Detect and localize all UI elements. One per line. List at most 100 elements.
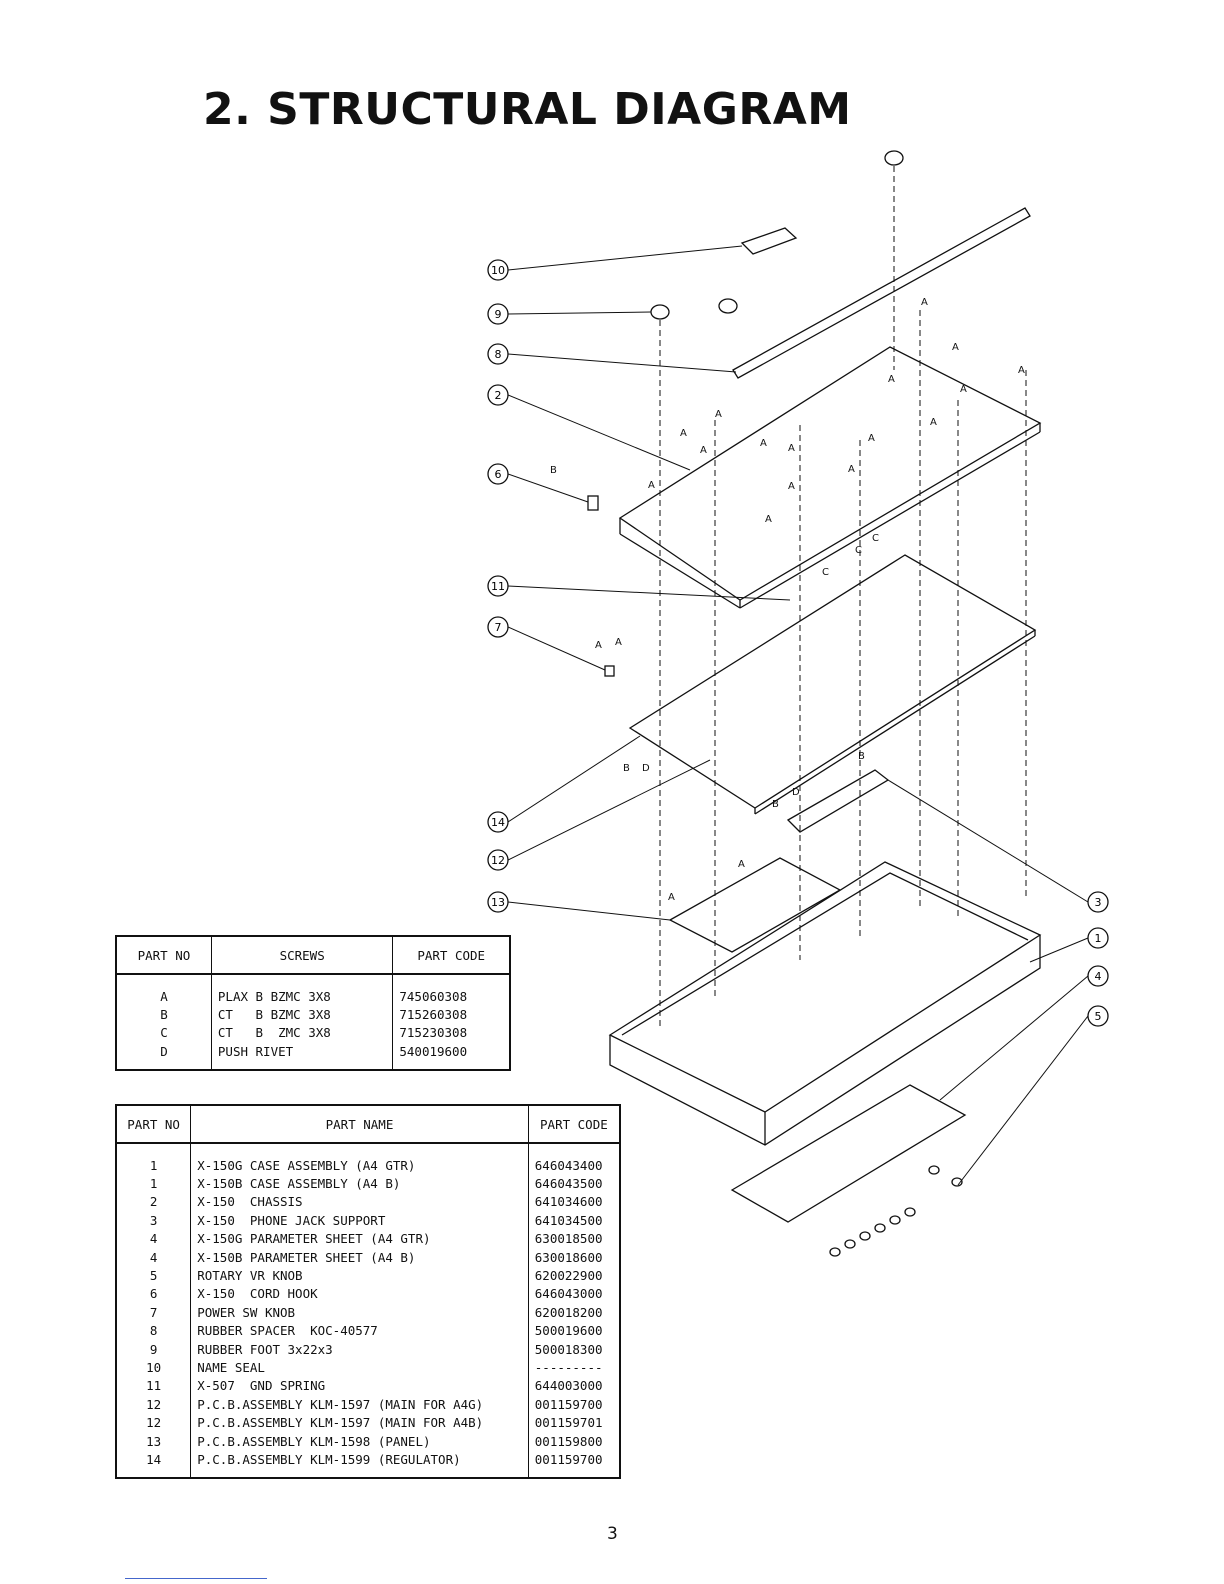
parts-cell: P.C.B.ASSEMBLY KLM-1598 (PANEL) [190, 1431, 529, 1451]
parts-cell: 5 [115, 1266, 192, 1285]
parts-cell: 1 [115, 1174, 192, 1193]
footer-rule [125, 1578, 267, 1579]
part-callout: 13 [487, 891, 509, 913]
parts-cell: 13 [115, 1431, 192, 1451]
callout-number: 10 [491, 264, 505, 277]
parts-cell: 620022900 [527, 1266, 621, 1285]
screw-letter-label: A [700, 445, 707, 456]
callout-number: 6 [495, 468, 502, 481]
parts-cell: 001159701 [527, 1413, 621, 1432]
parts-cell: P.C.B.ASSEMBLY KLM-1599 (REGULATOR) [190, 1450, 529, 1478]
screw-letter-label: D [792, 787, 800, 798]
parts-cell: 630018500 [527, 1229, 621, 1248]
parts-cell: X-150 PHONE JACK SUPPORT [190, 1211, 529, 1230]
screws-header: SCREWS [210, 935, 394, 975]
callout-number: 1 [1095, 932, 1102, 945]
screw-letter-label: A [930, 417, 937, 428]
parts-cell: 644003000 [527, 1376, 621, 1396]
screw-letter-label: A [765, 514, 772, 525]
part-callout: 7 [487, 616, 509, 638]
parts-cell: 001159700 [527, 1450, 621, 1478]
part-callout: 14 [487, 811, 509, 833]
chassis-part [618, 346, 1042, 609]
screw-letter-label: A [960, 384, 967, 395]
panel-pcb-part [668, 857, 842, 953]
parts-cell: 3 [115, 1211, 192, 1230]
parts-cell: 11 [115, 1376, 192, 1396]
screw-letter-label: D [642, 763, 650, 774]
screws-cell: D [115, 1042, 212, 1070]
parts-header: PART NO [115, 1104, 192, 1144]
parts-cell: X-150G PARAMETER SHEET (A4 GTR) [190, 1229, 529, 1248]
rubber-foot-part [884, 150, 904, 166]
parts-cell: 7 [115, 1303, 192, 1322]
screw-letter-label: A [848, 464, 855, 475]
rubber-foot-part [650, 304, 670, 320]
parts-cell: 500019600 [527, 1321, 621, 1340]
screw-letter-label: A [921, 297, 928, 308]
parts-cell: RUBBER FOOT 3x22x3 [190, 1339, 529, 1359]
part-callout: 2 [487, 384, 509, 406]
parts-cell: POWER SW KNOB [190, 1303, 529, 1322]
parts-header: PART NAME [190, 1104, 529, 1144]
callout-number: 8 [495, 348, 502, 361]
callout-number: 5 [1095, 1010, 1102, 1023]
screws-cell: 745060308 [392, 974, 511, 1006]
parts-cell: X-150G CASE ASSEMBLY (A4 GTR) [190, 1143, 529, 1175]
part-callout: 6 [487, 463, 509, 485]
screws-header: PART NO [115, 935, 212, 975]
part-callout: 3 [1087, 891, 1109, 913]
callout-number: 9 [495, 308, 502, 321]
screw-letter-label: A [788, 481, 795, 492]
parts-cell: 630018600 [527, 1247, 621, 1267]
screw-letter-label: A [788, 443, 795, 454]
screws-cell: 715260308 [392, 1005, 511, 1024]
parts-cell: 4 [115, 1247, 192, 1267]
callout-number: 13 [491, 896, 505, 909]
part-callout: 8 [487, 343, 509, 365]
screw-letter-label: A [888, 374, 895, 385]
parts-cell: 001159700 [527, 1395, 621, 1414]
part-callout: 12 [487, 849, 509, 871]
rotary-knob-parts [829, 1165, 963, 1257]
screw-letter-label: B [858, 751, 865, 762]
screw-letter-label: B [550, 465, 557, 476]
parts-cell: X-150B PARAMETER SHEET (A4 B) [190, 1247, 529, 1267]
parts-cell: X-150 CHASSIS [190, 1192, 529, 1212]
phone-jack-support-part [786, 769, 890, 833]
parts-cell: 8 [115, 1321, 192, 1340]
screw-letter-label: B [772, 799, 779, 810]
screw-letter-label: A [615, 637, 622, 648]
parts-cell: 001159800 [527, 1431, 621, 1451]
parts-cell: 12 [115, 1413, 192, 1432]
screw-letter-label: C [855, 545, 862, 556]
parts-cell: 620018200 [527, 1303, 621, 1322]
screws-cell: C [115, 1023, 212, 1043]
parts-cell: 500018300 [527, 1339, 621, 1359]
parts-cell: 10 [115, 1358, 192, 1377]
callout-number: 11 [491, 580, 505, 593]
parts-cell: 2 [115, 1192, 192, 1212]
screw-letter-label: A [952, 342, 959, 353]
callout-number: 2 [495, 389, 502, 402]
part-callout: 9 [487, 303, 509, 325]
parts-cell: 12 [115, 1395, 192, 1414]
rubber-spacer-part [732, 207, 1031, 379]
screw-letter-label: A [595, 640, 602, 651]
parts-cell: P.C.B.ASSEMBLY KLM-1597 (MAIN FOR A4B) [190, 1413, 529, 1432]
callout-number: 14 [491, 816, 505, 829]
callout-number: 4 [1095, 970, 1102, 983]
screw-letter-label: A [668, 892, 675, 903]
parts-cell: X-150 CORD HOOK [190, 1284, 529, 1304]
